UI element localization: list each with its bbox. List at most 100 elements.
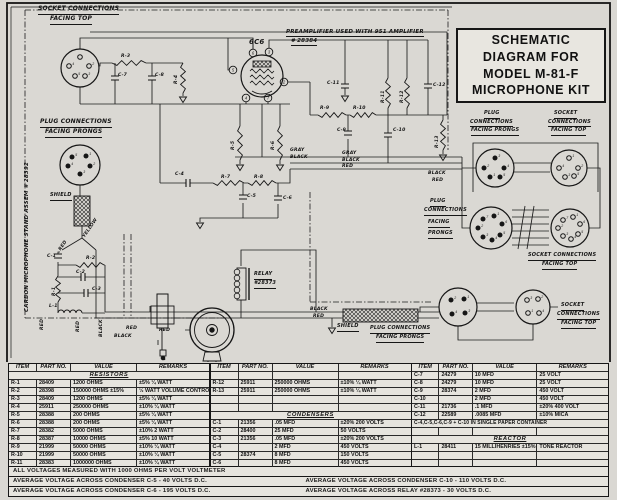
table-cell: ±5% ¼ WATT [139, 380, 173, 386]
table-cell: ±5% ¼ WATT [139, 412, 173, 418]
table-cell: 450 VOLTS [340, 460, 369, 466]
table-row: RESISTORS [9, 372, 209, 380]
svg-text:6: 6 [252, 51, 255, 56]
svg-text:2: 2 [480, 224, 483, 228]
table-cell: R-13 [211, 388, 239, 395]
ref-c11: C-11 [327, 81, 340, 86]
footnote-row: ALL VOLTAGES MEASURED WITH 1000 OHMS PER… [9, 467, 608, 477]
table-cell: ±10% ¼ WATT [340, 380, 377, 386]
schematic-labels: SOCKET CONNECTIONS FACING TOP PREAMPLIFI… [24, 5, 600, 343]
footnote-right: AVERAGE VOLTAGE ACROSS CONDENSER C-10 - … [305, 477, 507, 484]
table-cell: 2 MFD [473, 396, 538, 403]
label-facing-prongs-left: FACING PRONGS [45, 128, 103, 138]
table-cell [339, 396, 411, 403]
table-cell: 10 MFD [473, 380, 538, 387]
table-cell: R-1 [9, 380, 37, 387]
label-connections-top-right: CONNECTIONS [470, 119, 513, 127]
svg-text:2: 2 [560, 224, 563, 228]
svg-text:1: 1 [576, 213, 578, 217]
table-cell [473, 428, 538, 435]
wire-label-red-2: RED [40, 318, 45, 330]
table-cell: .05 MFD [273, 436, 339, 443]
table-cell: 21356 [239, 436, 273, 443]
table-cell [412, 452, 440, 459]
table-cell: 28400 [239, 428, 273, 435]
table-row: REACTOR [412, 436, 608, 444]
label-plug-connections-bottom: PLUG CONNECTIONS [370, 325, 431, 334]
table-section-title: RESISTORS [89, 372, 129, 378]
label-prongs-mid-right: PRONGS [428, 230, 453, 239]
table-cell: 1200 OHMS [71, 380, 137, 387]
table-cell: R-6 [9, 420, 37, 427]
table-cell: 25 MFD [273, 428, 339, 435]
label-connections-top-right-2: CONNECTIONS [548, 119, 591, 127]
ref-r6: R-6 [271, 140, 276, 150]
component-symbols [54, 59, 448, 335]
wire-label-red-4: RED [126, 326, 138, 331]
table-cell: 50 VOLTS [340, 428, 366, 434]
table-cell: 28382 [37, 428, 71, 435]
ref-r7: R-7 [221, 175, 231, 180]
ref-r9: R-9 [320, 106, 330, 111]
table-cell: ±5% ¼ WATT [139, 420, 173, 426]
label-shield-bottom: SHIELD [337, 323, 359, 332]
table-cell: 22589 [439, 412, 473, 419]
table-cell [273, 396, 339, 403]
table-cell: 25911 [37, 404, 71, 411]
table-cell: 450 VOLT [539, 388, 564, 394]
label-socket-connections-top-left: SOCKET CONNECTIONS [38, 5, 120, 15]
table-cell: 28409 [37, 396, 71, 403]
svg-text:5: 5 [232, 68, 235, 73]
svg-text:7: 7 [566, 216, 569, 220]
table-cell: R-12 [211, 380, 239, 387]
svg-text:5: 5 [78, 72, 80, 76]
wire-label-red-7: RED [432, 178, 444, 183]
table-cell: ±5% 10 WATT [139, 436, 174, 442]
page-border [6, 2, 611, 362]
label-shield-left: SHIELD [50, 192, 72, 201]
svg-text:2: 2 [91, 62, 94, 66]
table-cell: C-7 [412, 372, 440, 379]
table-cell [211, 396, 239, 403]
table-header-cell: PART NO. [239, 364, 273, 371]
table-cell: C-3 [211, 436, 239, 443]
table-cell: 10000 OHMS [71, 436, 137, 443]
table-cell [439, 396, 473, 403]
svg-text:3: 3 [530, 296, 532, 300]
svg-text:7: 7 [267, 96, 270, 101]
table-cell: 200 OHMS [71, 412, 137, 419]
table-cell [239, 372, 273, 379]
label-plug-mid-right: PLUG [430, 198, 446, 207]
wire-label-black-2: BLACK [99, 319, 104, 337]
label-socket-top-right: SOCKET [554, 110, 578, 119]
label-socket-connections-mid-right: SOCKET CONNECTIONS [528, 252, 597, 261]
label-preamp-note: PREAMPLIFIER USED WITH 951 AMPLIFIER [286, 29, 424, 38]
table-cell: 21356 [239, 420, 273, 427]
table-cell [339, 404, 411, 411]
title-line: MODEL M-81-F [483, 66, 579, 81]
table-cell: 28383 [37, 460, 71, 468]
table-cell: 25 VOLT [539, 372, 561, 378]
wire-label-black: BLACK [290, 155, 308, 160]
table-cell: R-2 [9, 388, 37, 395]
table-cell [537, 452, 608, 459]
footnote-row: AVERAGE VOLTAGE ACROSS CONDENSER C-6 - 1… [9, 487, 608, 497]
table-cell: 25911 [239, 388, 273, 395]
ref-r10: R-10 [353, 106, 366, 111]
table-cell [239, 460, 273, 468]
svg-text:4: 4 [495, 236, 497, 240]
table-cell: ±20% 400 VOLT [539, 404, 580, 410]
table-header-cell: PART NO. [439, 364, 473, 371]
table-cell: 28398 [37, 388, 71, 395]
table-cell [239, 444, 273, 451]
ref-c10: C-10 [393, 128, 406, 133]
svg-text:2: 2 [486, 164, 489, 168]
